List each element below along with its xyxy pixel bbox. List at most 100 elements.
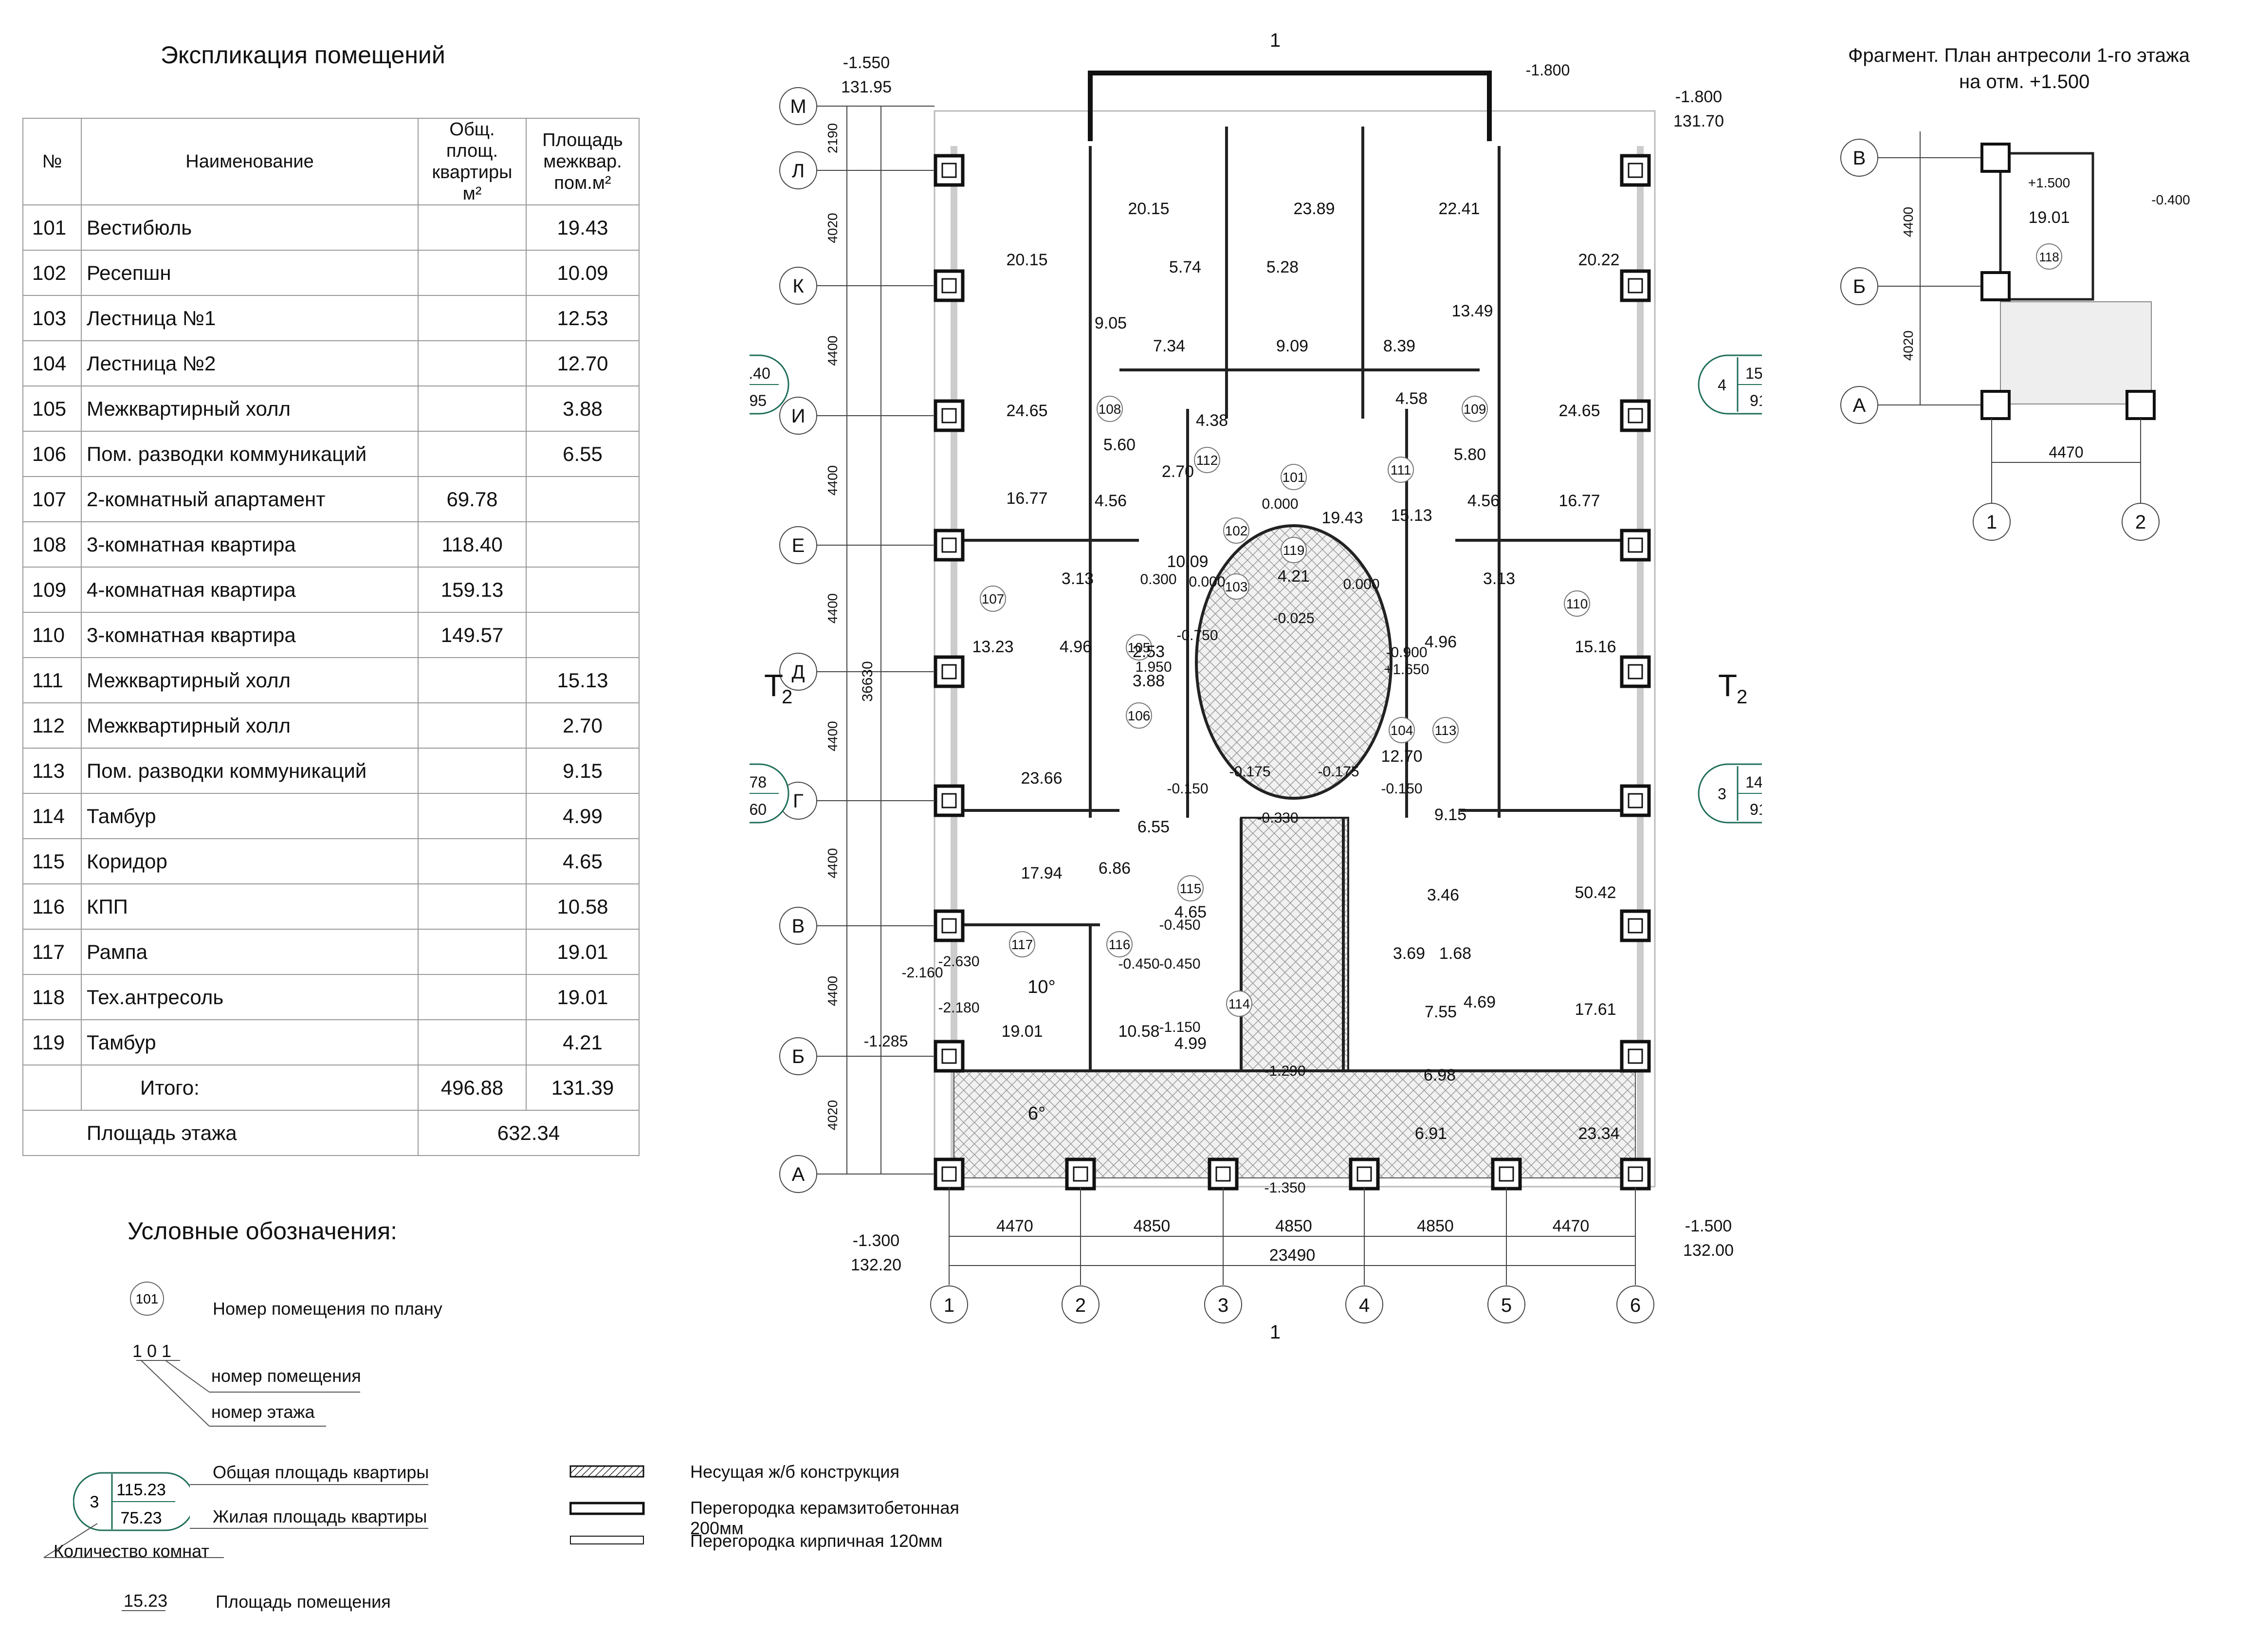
level-corner-bl: -1.300: [853, 1231, 899, 1250]
cell-common: [526, 521, 640, 568]
level-mark: -0.175: [1318, 764, 1359, 780]
room-area: 16.77: [1558, 492, 1600, 510]
axis-label-col: 5: [1501, 1295, 1512, 1316]
badge-outline: [1698, 763, 1762, 824]
column: [934, 784, 965, 817]
fragment-axis-bubble-col: [2122, 503, 2160, 541]
cell-total: [418, 748, 527, 794]
column: [1491, 1157, 1522, 1191]
legend-apt-total-text: Общая площадь квартиры: [213, 1462, 429, 1482]
badge-living: 64.95: [750, 392, 767, 409]
column-core: [1628, 918, 1643, 934]
floor-area-value: 632.34: [418, 1110, 640, 1156]
room-area: 4.99: [1174, 1034, 1207, 1053]
cell-common: 12.70: [526, 340, 640, 386]
dim-horizontal: 4850: [1417, 1217, 1454, 1235]
room-area: 9.15: [1434, 806, 1466, 824]
axis-label-row: Б: [792, 1046, 805, 1067]
slope-label: 10°: [1027, 977, 1055, 997]
axis-label-row: Е: [792, 535, 805, 556]
axis-bubble-row: [779, 87, 817, 125]
badge-total: 118.40: [750, 365, 770, 382]
badge-living: 41.60: [750, 801, 767, 818]
room-number: 110: [1566, 596, 1588, 611]
axis-label-col: 4: [1359, 1295, 1370, 1316]
legend-area-text: Площадь помещения: [216, 1592, 391, 1612]
axis-label-row: И: [791, 405, 806, 427]
room-area: 12.70: [1381, 747, 1422, 766]
column-core: [1628, 1166, 1643, 1182]
badge-rooms: 4: [1718, 376, 1726, 394]
cell-num: 114: [22, 793, 82, 839]
room-area: 24.65: [1006, 402, 1047, 420]
total-label: Итого:: [81, 1065, 419, 1111]
cell-num: 106: [22, 431, 82, 477]
room-area: 6.98: [1424, 1066, 1456, 1084]
fragment-dim-vertical: 4400: [1901, 207, 1916, 237]
legend-apt-rooms-text: Количество комнат: [54, 1541, 209, 1561]
room-area: 19.01: [1001, 1022, 1043, 1041]
badge-total: 149.57: [1745, 773, 1762, 791]
legend-room-badge-text: Номер помещения по плану: [213, 1299, 442, 1319]
fragment-column: [2126, 390, 2156, 420]
cell-common: 10.09: [526, 250, 640, 296]
dim-vertical: 4400: [825, 721, 840, 751]
room-area: 20.15: [1128, 200, 1169, 218]
cell-name: Пом. разводки коммуникаций: [81, 431, 419, 477]
dim-horizontal: 4470: [996, 1217, 1033, 1235]
badge-rooms: 3: [1718, 785, 1726, 803]
room-number: 111: [1391, 462, 1411, 477]
level-mark: -2.630: [938, 954, 979, 970]
axis-label-row: А: [792, 1164, 805, 1185]
room-number: 101: [1283, 470, 1305, 485]
section-letter-right: T: [1718, 668, 1737, 703]
room-number-circle: [1009, 931, 1035, 957]
rotunda: [1195, 524, 1393, 800]
cell-total: [418, 295, 527, 341]
axis-label-row: В: [792, 916, 805, 937]
column-core: [1628, 163, 1643, 178]
legend-wall-ceramsite: Перегородка керамзитобетонная 200мм: [690, 1498, 959, 1538]
level-mark: -0.150: [1167, 781, 1208, 797]
room-number: 114: [1228, 996, 1250, 1011]
column: [934, 909, 965, 942]
room-number-circle: [1281, 537, 1307, 563]
cell-num: 104: [22, 340, 82, 386]
cell-num: 113: [22, 748, 82, 794]
fragment-axis-col: 2: [2135, 512, 2146, 533]
column-core: [1499, 1166, 1514, 1182]
room-area: 4.58: [1395, 389, 1428, 408]
cell-name: 4-комнатная квартира: [81, 567, 419, 613]
room-area: 2.70: [1162, 462, 1194, 481]
slope-label: 6°: [1028, 1103, 1045, 1124]
cell-name: Ресепшн: [81, 250, 419, 296]
section-letter-left: T: [764, 668, 783, 703]
room-area: 3.88: [1133, 672, 1165, 690]
legend-code-floor: номер этажа: [211, 1402, 315, 1422]
axis-bubble-row: [779, 1155, 817, 1193]
cell-total: [418, 250, 527, 296]
dim-vertical: 4020: [825, 1100, 840, 1130]
cell-name: Межквартирный холл: [81, 657, 419, 703]
dim-vertical: 4400: [825, 848, 840, 878]
room-area: 5.80: [1454, 445, 1486, 464]
column-core: [941, 664, 957, 679]
level-mark: -1.150: [1159, 1019, 1200, 1035]
column: [1208, 1157, 1239, 1191]
level-mark: -0.450: [1159, 956, 1200, 972]
room-number: 104: [1391, 723, 1413, 738]
column-core: [1215, 1166, 1231, 1182]
cell-common: 15.13: [526, 657, 640, 703]
cell-name: Пом. разводки коммуникаций: [81, 748, 419, 794]
room-area: 9.05: [1095, 314, 1127, 332]
room-area: 3.69: [1393, 944, 1425, 963]
column: [934, 154, 965, 187]
room-number: 115: [1180, 881, 1202, 896]
header-num: №: [22, 118, 82, 205]
